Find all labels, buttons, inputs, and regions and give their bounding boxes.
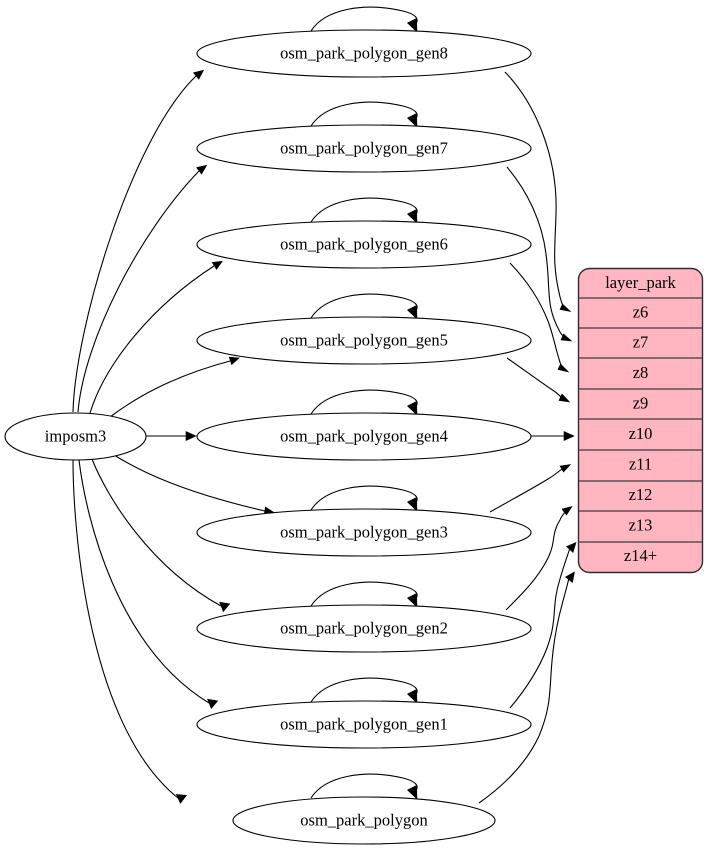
node-osm-park-polygon-gen6-shape — [196, 220, 532, 269]
layer-row-z7[interactable]: z7 — [633, 332, 649, 351]
edge-gen6-to-z8 — [509, 262, 570, 373]
edge-group-nodes-to-layer — [478, 71, 577, 804]
node-imposm3-label: imposm3 — [45, 426, 106, 445]
node-osm-park-polygon-gen3-label: osm_park_polygon_gen3 — [280, 522, 448, 541]
self-loop-gen4 — [310, 389, 418, 416]
node-imposm3-shape — [4, 412, 147, 461]
edge-gen4-to-z10 — [531, 431, 575, 441]
layer-row-z10[interactable]: z10 — [629, 424, 653, 443]
node-osm-park-polygon-gen4-label: osm_park_polygon_gen4 — [280, 426, 448, 445]
node-osm-park-polygon-gen7-shape — [196, 124, 532, 173]
node-osm-park-polygon-gen5-shape — [196, 316, 532, 365]
node-osm-park-polygon-label: osm_park_polygon — [300, 810, 427, 829]
edge-group-self-loops — [310, 6, 418, 800]
edge-imposm3-to-gen1 — [78, 459, 219, 709]
node-osm-park-polygon-gen7-label: osm_park_polygon_gen7 — [280, 138, 448, 157]
edge-osm-park-polygon-to-z14 — [478, 571, 575, 804]
layer-row-z13[interactable]: z13 — [629, 515, 653, 534]
node-osm-park-polygon-shape — [232, 796, 496, 845]
edge-imposm3-to-gen5 — [109, 356, 240, 418]
layer-row-z8[interactable]: z8 — [633, 363, 649, 382]
node-osm-park-polygon-gen1-shape — [196, 700, 532, 749]
layer-row-z12[interactable]: z12 — [629, 485, 653, 504]
self-loop-gen3 — [310, 485, 418, 512]
self-loop-osm-park-polygon — [310, 773, 418, 800]
node-osm-park-polygon-gen3[interactable]: osm_park_polygon_gen3 — [196, 508, 532, 557]
self-loop-gen6 — [310, 197, 418, 224]
edge-imposm3-to-osm-park-polygon — [72, 459, 188, 804]
layer-row-z9[interactable]: z9 — [633, 393, 649, 412]
node-osm-park-polygon-gen2[interactable]: osm_park_polygon_gen2 — [196, 604, 532, 653]
node-osm-park-polygon-gen7[interactable]: osm_park_polygon_gen7 — [196, 124, 532, 173]
layer-park-table[interactable]: layer_park z6 z7 z8 z9 z10 z11 z12 z13 z… — [577, 267, 704, 574]
node-osm-park-polygon-gen2-label: osm_park_polygon_gen2 — [280, 618, 448, 637]
edge-gen5-to-z9 — [506, 357, 571, 403]
node-osm-park-polygon-gen3-shape — [196, 508, 532, 557]
node-osm-park-polygon-gen1[interactable]: osm_park_polygon_gen1 — [196, 700, 532, 749]
layer-row-z11[interactable]: z11 — [629, 454, 652, 473]
self-loop-gen8 — [310, 6, 418, 33]
edge-gen1-to-z13 — [509, 541, 577, 709]
node-imposm3[interactable]: imposm3 — [4, 412, 147, 461]
layer-park-table-header: layer_park — [605, 273, 676, 292]
layer-row-z6[interactable]: z6 — [633, 302, 649, 321]
layer-park-table-body — [577, 267, 704, 574]
node-osm-park-polygon-gen6-label: osm_park_polygon_gen6 — [280, 234, 448, 253]
node-osm-park-polygon[interactable]: osm_park_polygon — [232, 796, 496, 845]
self-loop-gen5 — [310, 293, 418, 320]
node-osm-park-polygon-gen8-label: osm_park_polygon_gen8 — [280, 43, 448, 62]
node-osm-park-polygon-gen6[interactable]: osm_park_polygon_gen6 — [196, 220, 532, 269]
edge-imposm3-to-gen3 — [113, 454, 276, 517]
node-osm-park-polygon-gen8-shape — [196, 29, 532, 78]
node-osm-park-polygon-gen5[interactable]: osm_park_polygon_gen5 — [196, 316, 532, 365]
edge-imposm3-to-gen6 — [89, 260, 223, 414]
layer-row-z14-plus[interactable]: z14+ — [624, 546, 657, 565]
node-osm-park-polygon-gen2-shape — [196, 604, 532, 653]
edge-gen2-to-z12 — [505, 506, 573, 611]
node-osm-park-polygon-gen8[interactable]: osm_park_polygon_gen8 — [196, 29, 532, 78]
self-loop-gen2 — [310, 581, 418, 608]
node-osm-park-polygon-gen4-shape — [196, 412, 532, 461]
edge-imposm3-to-gen7 — [77, 164, 208, 413]
edge-gen7-to-z7 — [506, 166, 573, 342]
edge-gen8-to-z6 — [504, 71, 572, 312]
node-osm-park-polygon-gen4[interactable]: osm_park_polygon_gen4 — [196, 412, 532, 461]
node-osm-park-polygon-gen1-label: osm_park_polygon_gen1 — [280, 714, 448, 733]
edge-imposm3-to-gen2 — [91, 458, 231, 613]
edge-gen3-to-z11 — [489, 464, 572, 513]
self-loop-gen1 — [310, 677, 418, 704]
node-osm-park-polygon-gen5-label: osm_park_polygon_gen5 — [280, 330, 448, 349]
edge-imposm3-to-gen4 — [146, 431, 197, 441]
self-loop-gen7 — [310, 101, 418, 128]
node-group: imposm3 osm_park_polygon_gen8 osm_park_p… — [4, 29, 532, 845]
edge-imposm3-to-gen8 — [72, 69, 205, 413]
